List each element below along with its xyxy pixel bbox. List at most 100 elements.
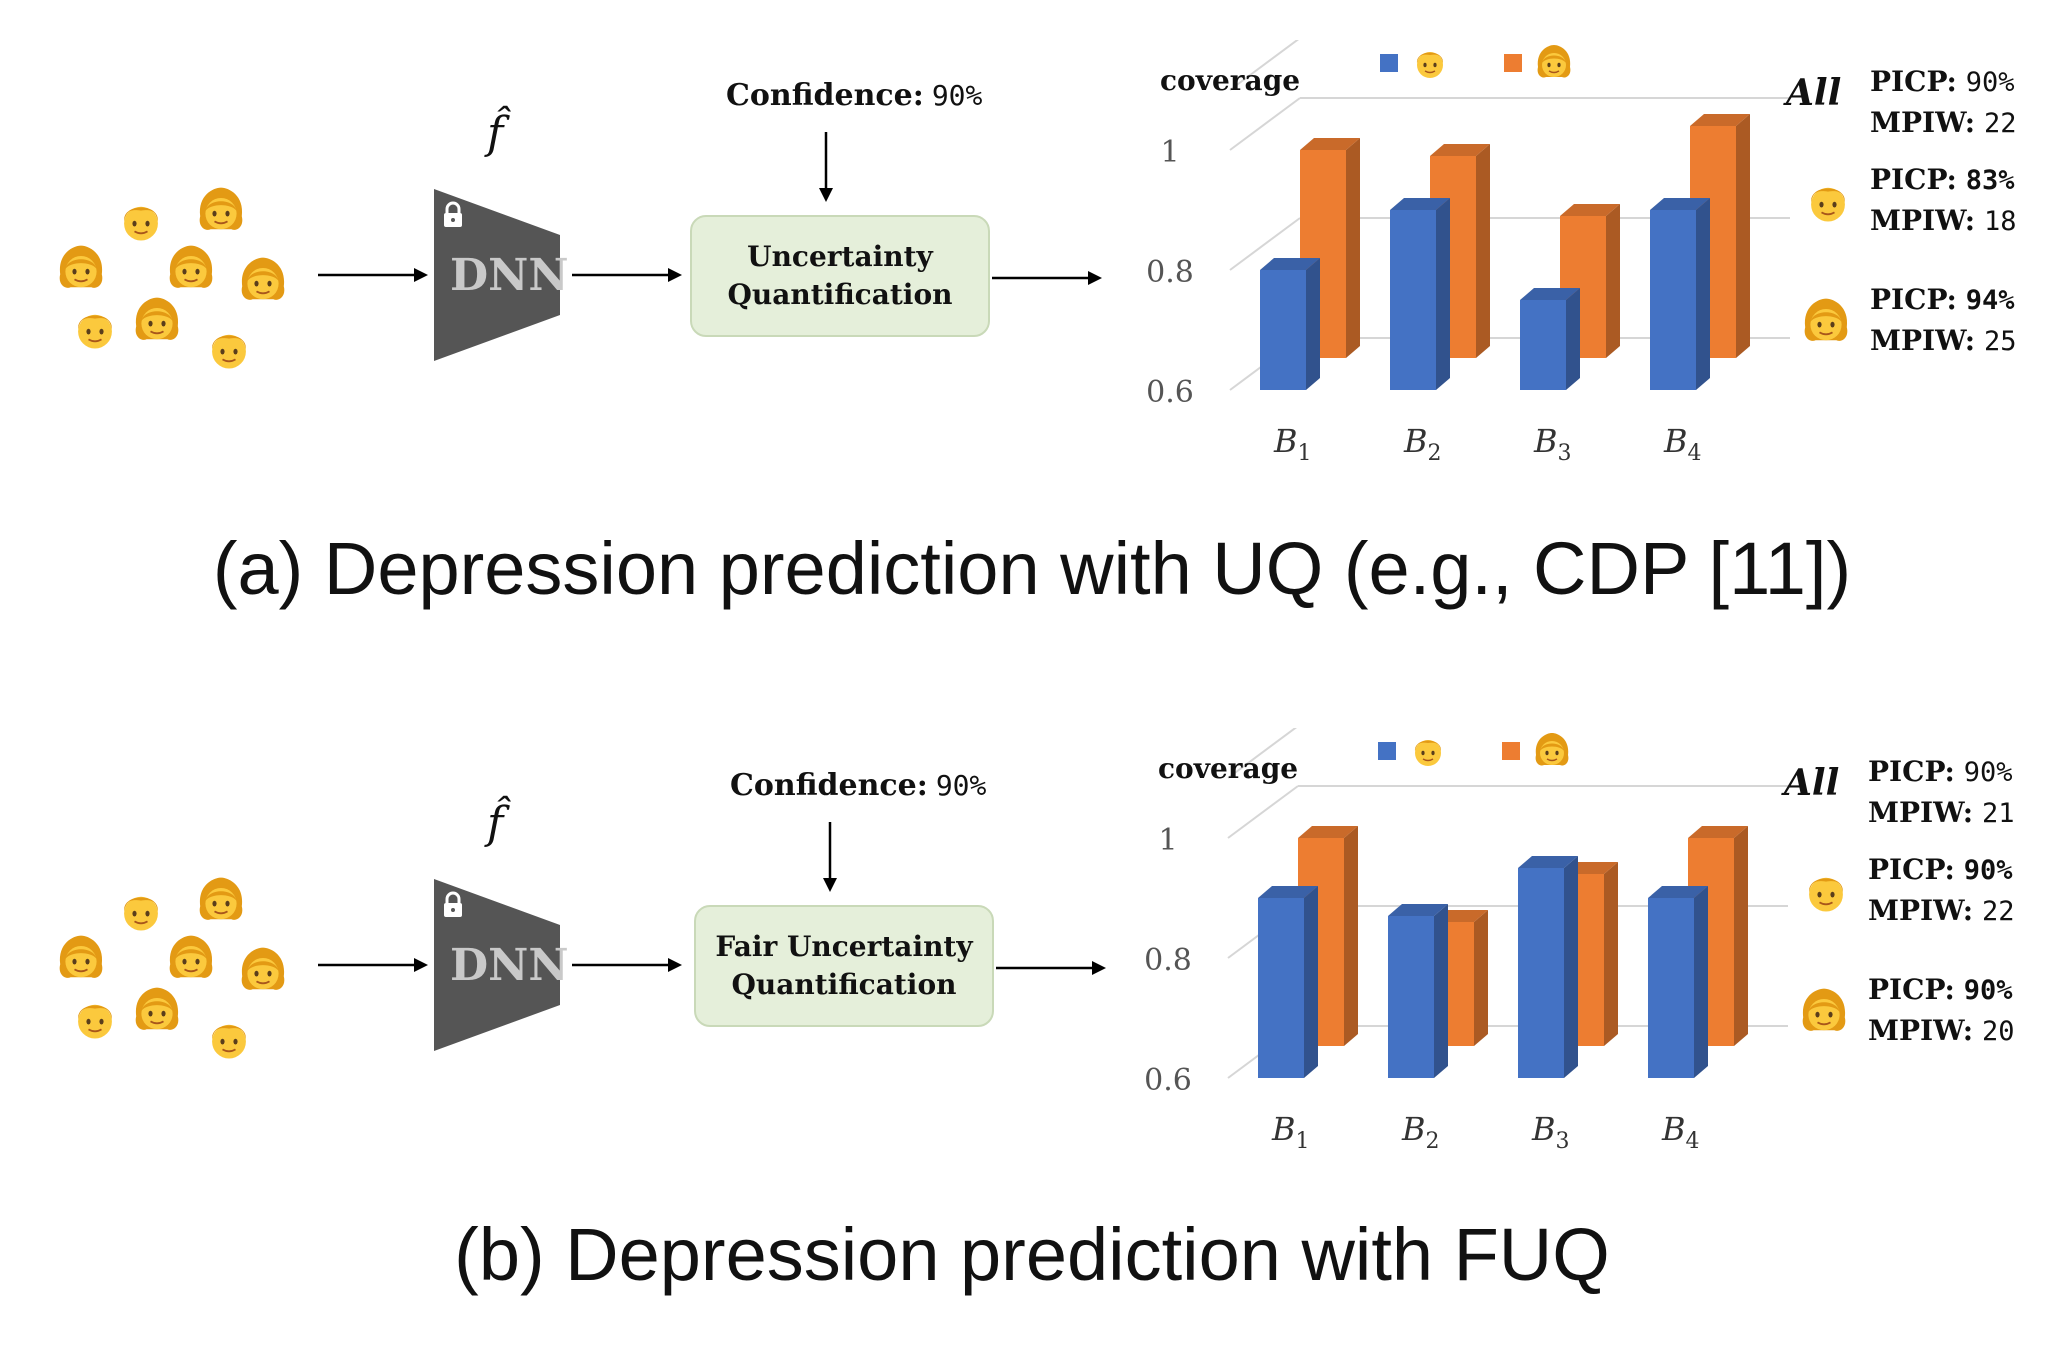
mpiw-value: 22 xyxy=(1981,896,2015,927)
arrow-dnn-to-uq xyxy=(572,958,682,972)
mpiw-value: 21 xyxy=(1981,798,2015,829)
x-tick-label: B3 xyxy=(1533,422,1572,466)
bar-blue xyxy=(1390,198,1450,390)
woman-face-icon xyxy=(55,243,107,295)
bar-orange xyxy=(1560,204,1620,358)
legend-swatch xyxy=(1378,742,1396,760)
confidence-label: Confidence:90% xyxy=(726,78,982,113)
man-face-icon xyxy=(1800,866,1852,918)
grid-depth-line xyxy=(1229,217,1301,271)
uq-box-line-2: Quantification xyxy=(727,278,953,311)
dnn-label: DNN xyxy=(450,250,569,301)
lock-icon xyxy=(444,201,462,227)
mpiw-value: 18 xyxy=(1983,206,2017,237)
woman-face-icon xyxy=(1800,296,1852,348)
y-tick-label: 1 xyxy=(1160,135,1179,170)
mpiw-value: 20 xyxy=(1981,1016,2015,1047)
woman-face-icon xyxy=(1535,733,1569,766)
all-label: All xyxy=(1786,72,1842,114)
arrow-confidence-to-uq xyxy=(823,822,837,892)
legend-swatch xyxy=(1502,742,1520,760)
woman-face-icon xyxy=(195,875,247,927)
dnn-block: DNN xyxy=(430,185,570,365)
dnn-label: DNN xyxy=(450,940,569,991)
mpiw-label: MPIW: xyxy=(1868,1014,1974,1047)
woman-face-icon xyxy=(131,295,183,347)
x-tick-label: B4 xyxy=(1661,1110,1700,1154)
uq-box-line-2: Quantification xyxy=(731,968,957,1001)
bar-blue xyxy=(1260,258,1320,390)
uq-box-line-1: Fair Uncertainty xyxy=(715,930,973,963)
picp-label: PICP: xyxy=(1870,283,1957,316)
woman-face-icon xyxy=(165,933,217,985)
picp-label: PICP: xyxy=(1868,973,1955,1006)
all-label: All xyxy=(1784,762,1840,804)
picp-label: PICP: xyxy=(1870,163,1957,196)
panel-b: f̂ DNN Confidence:90% Fair Unc xyxy=(0,690,2064,1358)
grid-depth-line xyxy=(1229,97,1301,151)
confidence-value: 90% xyxy=(935,769,987,802)
picp-value: 90% xyxy=(1963,855,2013,886)
man-face-icon xyxy=(1416,52,1444,78)
bar-blue xyxy=(1650,198,1710,390)
woman-face-icon xyxy=(195,185,247,237)
woman-face-icon xyxy=(1537,45,1571,78)
picp-value: 94% xyxy=(1965,285,2015,316)
arrow-crowd-to-dnn xyxy=(318,958,428,972)
model-symbol: f̂ xyxy=(487,108,504,159)
man-face-icon xyxy=(1802,176,1854,228)
mpiw-label: MPIW: xyxy=(1870,204,1976,237)
bar-blue xyxy=(1388,904,1448,1078)
bar-blue xyxy=(1258,886,1318,1078)
woman-face-icon xyxy=(237,945,289,997)
fuq-box: Fair Uncertainty Quantification xyxy=(694,905,994,1027)
caption-a: (a) Depression prediction with UQ (e.g.,… xyxy=(212,527,1852,610)
picp-label: PICP: xyxy=(1868,853,1955,886)
man-face-icon xyxy=(115,195,167,247)
picp-value: 90% xyxy=(1963,975,2013,1006)
woman-face-icon xyxy=(1798,986,1850,1038)
picp-value: 83% xyxy=(1965,165,2015,196)
mpiw-value: 25 xyxy=(1983,326,2017,357)
bar-blue xyxy=(1518,856,1578,1078)
woman-face-icon xyxy=(237,255,289,307)
x-tick-label: B2 xyxy=(1403,422,1442,466)
arrow-crowd-to-dnn xyxy=(318,268,428,282)
x-tick-label: B3 xyxy=(1531,1110,1570,1154)
arrow-dnn-to-uq xyxy=(572,268,682,282)
picp-value: 90% xyxy=(1963,757,2013,788)
mpiw-value: 22 xyxy=(1983,108,2017,139)
arrow-confidence-to-uq xyxy=(819,132,833,202)
picp-label: PICP: xyxy=(1868,755,1955,788)
y-axis-label: coverage xyxy=(1158,752,1298,785)
mpiw-label: MPIW: xyxy=(1870,324,1976,357)
x-tick-label: B1 xyxy=(1271,1110,1310,1154)
uq-box: Uncertainty Quantification xyxy=(690,215,990,337)
man-face-icon xyxy=(115,885,167,937)
woman-face-icon xyxy=(165,243,217,295)
confidence-label: Confidence:90% xyxy=(730,768,986,803)
grid-depth-line xyxy=(1227,785,1299,839)
man-face-icon xyxy=(203,323,255,375)
x-tick-label: B2 xyxy=(1401,1110,1440,1154)
y-tick-label: 0.6 xyxy=(1144,1063,1192,1098)
dnn-block: DNN xyxy=(430,875,570,1055)
woman-face-icon xyxy=(131,985,183,1037)
bar-orange xyxy=(1690,114,1750,358)
uq-box-line-1: Uncertainty xyxy=(747,240,933,273)
y-axis-label: coverage xyxy=(1160,64,1300,97)
mpiw-label: MPIW: xyxy=(1868,894,1974,927)
x-tick-label: B1 xyxy=(1273,422,1312,466)
man-face-icon xyxy=(1414,740,1442,766)
bar-blue xyxy=(1648,886,1708,1078)
confidence-key: Confidence: xyxy=(730,768,928,803)
arrow-uq-to-chart xyxy=(992,271,1102,285)
grid-depth-line xyxy=(1229,40,1299,91)
model-symbol: f̂ xyxy=(487,798,504,849)
lock-icon xyxy=(444,891,462,917)
caption-b: (b) Depression prediction with FUQ xyxy=(454,1213,1610,1296)
confidence-key: Confidence: xyxy=(726,78,924,113)
man-face-icon xyxy=(203,1013,255,1065)
